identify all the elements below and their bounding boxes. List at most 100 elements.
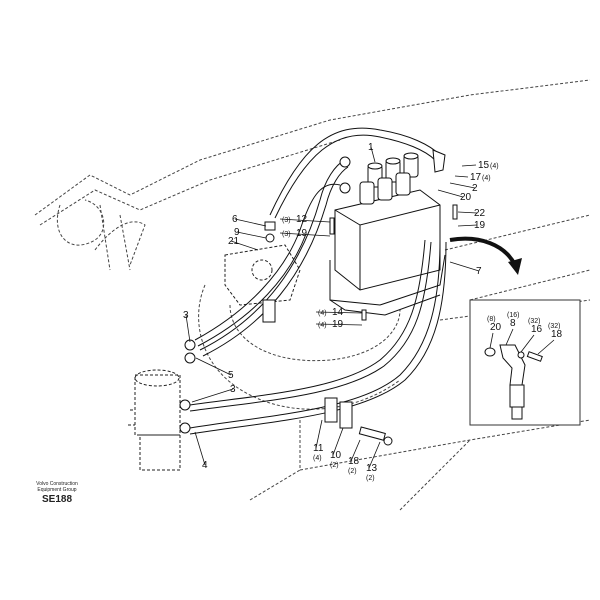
callout-number: 16	[531, 324, 543, 335]
leader-line	[457, 211, 478, 214]
callout-number: 10	[330, 450, 342, 461]
callout-number: 3	[183, 310, 189, 321]
leader-line	[449, 182, 476, 189]
leader-line	[454, 175, 469, 178]
leader-line	[279, 232, 331, 237]
callout-c5: 5	[195, 357, 234, 381]
callout-number: 19	[296, 228, 308, 239]
callout-quantity: (8)	[487, 316, 496, 323]
machine-outline-dashed	[34, 79, 591, 511]
leader-line	[234, 218, 267, 227]
callout-number: 7	[476, 266, 482, 277]
callout-c19b: 19 (3)	[279, 228, 331, 239]
callout-quantity: (3)	[282, 231, 291, 238]
leader-line	[194, 431, 206, 466]
leader-line	[315, 311, 363, 314]
callout-c15: 15(4)	[461, 160, 499, 171]
callout-number: 19	[474, 220, 486, 231]
callout-c3b: 3	[191, 384, 236, 403]
callout-c22: 22	[457, 208, 486, 219]
figure-code: SE188	[41, 494, 73, 505]
callout-c13: 13(2)	[366, 441, 381, 482]
callout-c11: 11(4)	[313, 419, 324, 462]
swivel-joint	[128, 369, 181, 471]
leader-line	[537, 339, 555, 355]
callout-number: 21	[228, 236, 240, 247]
callout-c14: 14(4)	[315, 307, 363, 318]
callout-c1: 1	[368, 142, 376, 163]
callout-number: 3	[230, 384, 236, 395]
callout-c19c: 19(4)	[315, 319, 363, 330]
callout-i18: 18(32)	[537, 323, 563, 355]
callout-c2: 2	[449, 182, 478, 194]
callout-i16: 16(32)	[520, 318, 543, 353]
callout-number: 11	[313, 443, 324, 454]
leader-line	[350, 439, 361, 462]
callout-number: 12	[296, 214, 308, 225]
callout-quantity: (4)	[482, 175, 491, 182]
callout-c12: 12 (3)	[279, 214, 331, 225]
callout-number: 18	[348, 456, 360, 467]
detail-inset-frame	[469, 299, 581, 426]
leader-line	[449, 261, 480, 272]
callout-c19a: 19	[457, 220, 486, 231]
callout-c17: 17(4)	[454, 172, 491, 183]
leader-line	[437, 189, 464, 198]
callout-c20: 20	[437, 189, 472, 203]
callout-c3a: 3	[183, 310, 191, 343]
callout-quantity: (2)	[366, 475, 375, 482]
callout-number: 4	[202, 460, 208, 471]
callout-number: 14	[332, 307, 344, 318]
callout-c6: 6	[232, 214, 267, 227]
callout-quantity: (3)	[282, 217, 291, 224]
callout-number: 5	[228, 370, 234, 381]
leader-line	[315, 323, 363, 326]
footer-block: Volvo Construction Equipment Group SE188	[22, 481, 92, 505]
footer-organization-line2: Equipment Group	[37, 487, 77, 493]
callout-number: 15	[478, 160, 490, 171]
leader-line	[230, 240, 259, 251]
callout-i8: 8(16)	[505, 312, 519, 346]
callout-quantity: (32)	[528, 318, 540, 325]
callout-number: 2	[472, 183, 478, 194]
leader-line	[185, 314, 191, 343]
callout-number: 18	[551, 329, 563, 340]
callout-number: 9	[234, 227, 240, 238]
motor-unit	[224, 244, 301, 306]
leader-line	[315, 419, 323, 449]
callout-quantity: (2)	[330, 462, 339, 469]
leader-line	[368, 441, 381, 469]
callout-c18: 18(2)	[348, 439, 361, 475]
leader-line	[461, 164, 477, 167]
callout-number: 8	[510, 318, 516, 329]
leader-line	[236, 231, 267, 239]
leader-line	[489, 332, 494, 349]
leader-line	[520, 334, 535, 353]
footer-organization-line1: Volvo Construction	[36, 481, 78, 487]
callout-i20: 20(8)	[487, 316, 502, 349]
callout-c10: 10(2)	[330, 427, 344, 469]
callout-number: 19	[332, 319, 344, 330]
callout-quantity: (4)	[490, 163, 499, 170]
callout-number: 20	[490, 322, 502, 333]
callout-quantity: (32)	[548, 323, 560, 330]
callout-number: 1	[368, 142, 374, 153]
leader-line	[332, 427, 344, 456]
callout-c21: 21	[228, 236, 259, 251]
leader-line	[370, 146, 376, 163]
callout-quantity: (2)	[348, 468, 357, 475]
callout-number: 17	[470, 172, 482, 183]
callout-quantity: (16)	[507, 312, 519, 319]
callout-number: 20	[460, 192, 472, 203]
leader-line	[505, 328, 514, 346]
callout-c9: 9	[234, 227, 267, 239]
leader-line	[191, 388, 234, 403]
leader-line	[195, 357, 232, 376]
callout-number: 6	[232, 214, 238, 225]
hose-clamps	[262, 299, 353, 429]
leader-line	[279, 218, 331, 223]
callout-number: 22	[474, 208, 486, 219]
hydraulic-hoses	[189, 127, 447, 435]
